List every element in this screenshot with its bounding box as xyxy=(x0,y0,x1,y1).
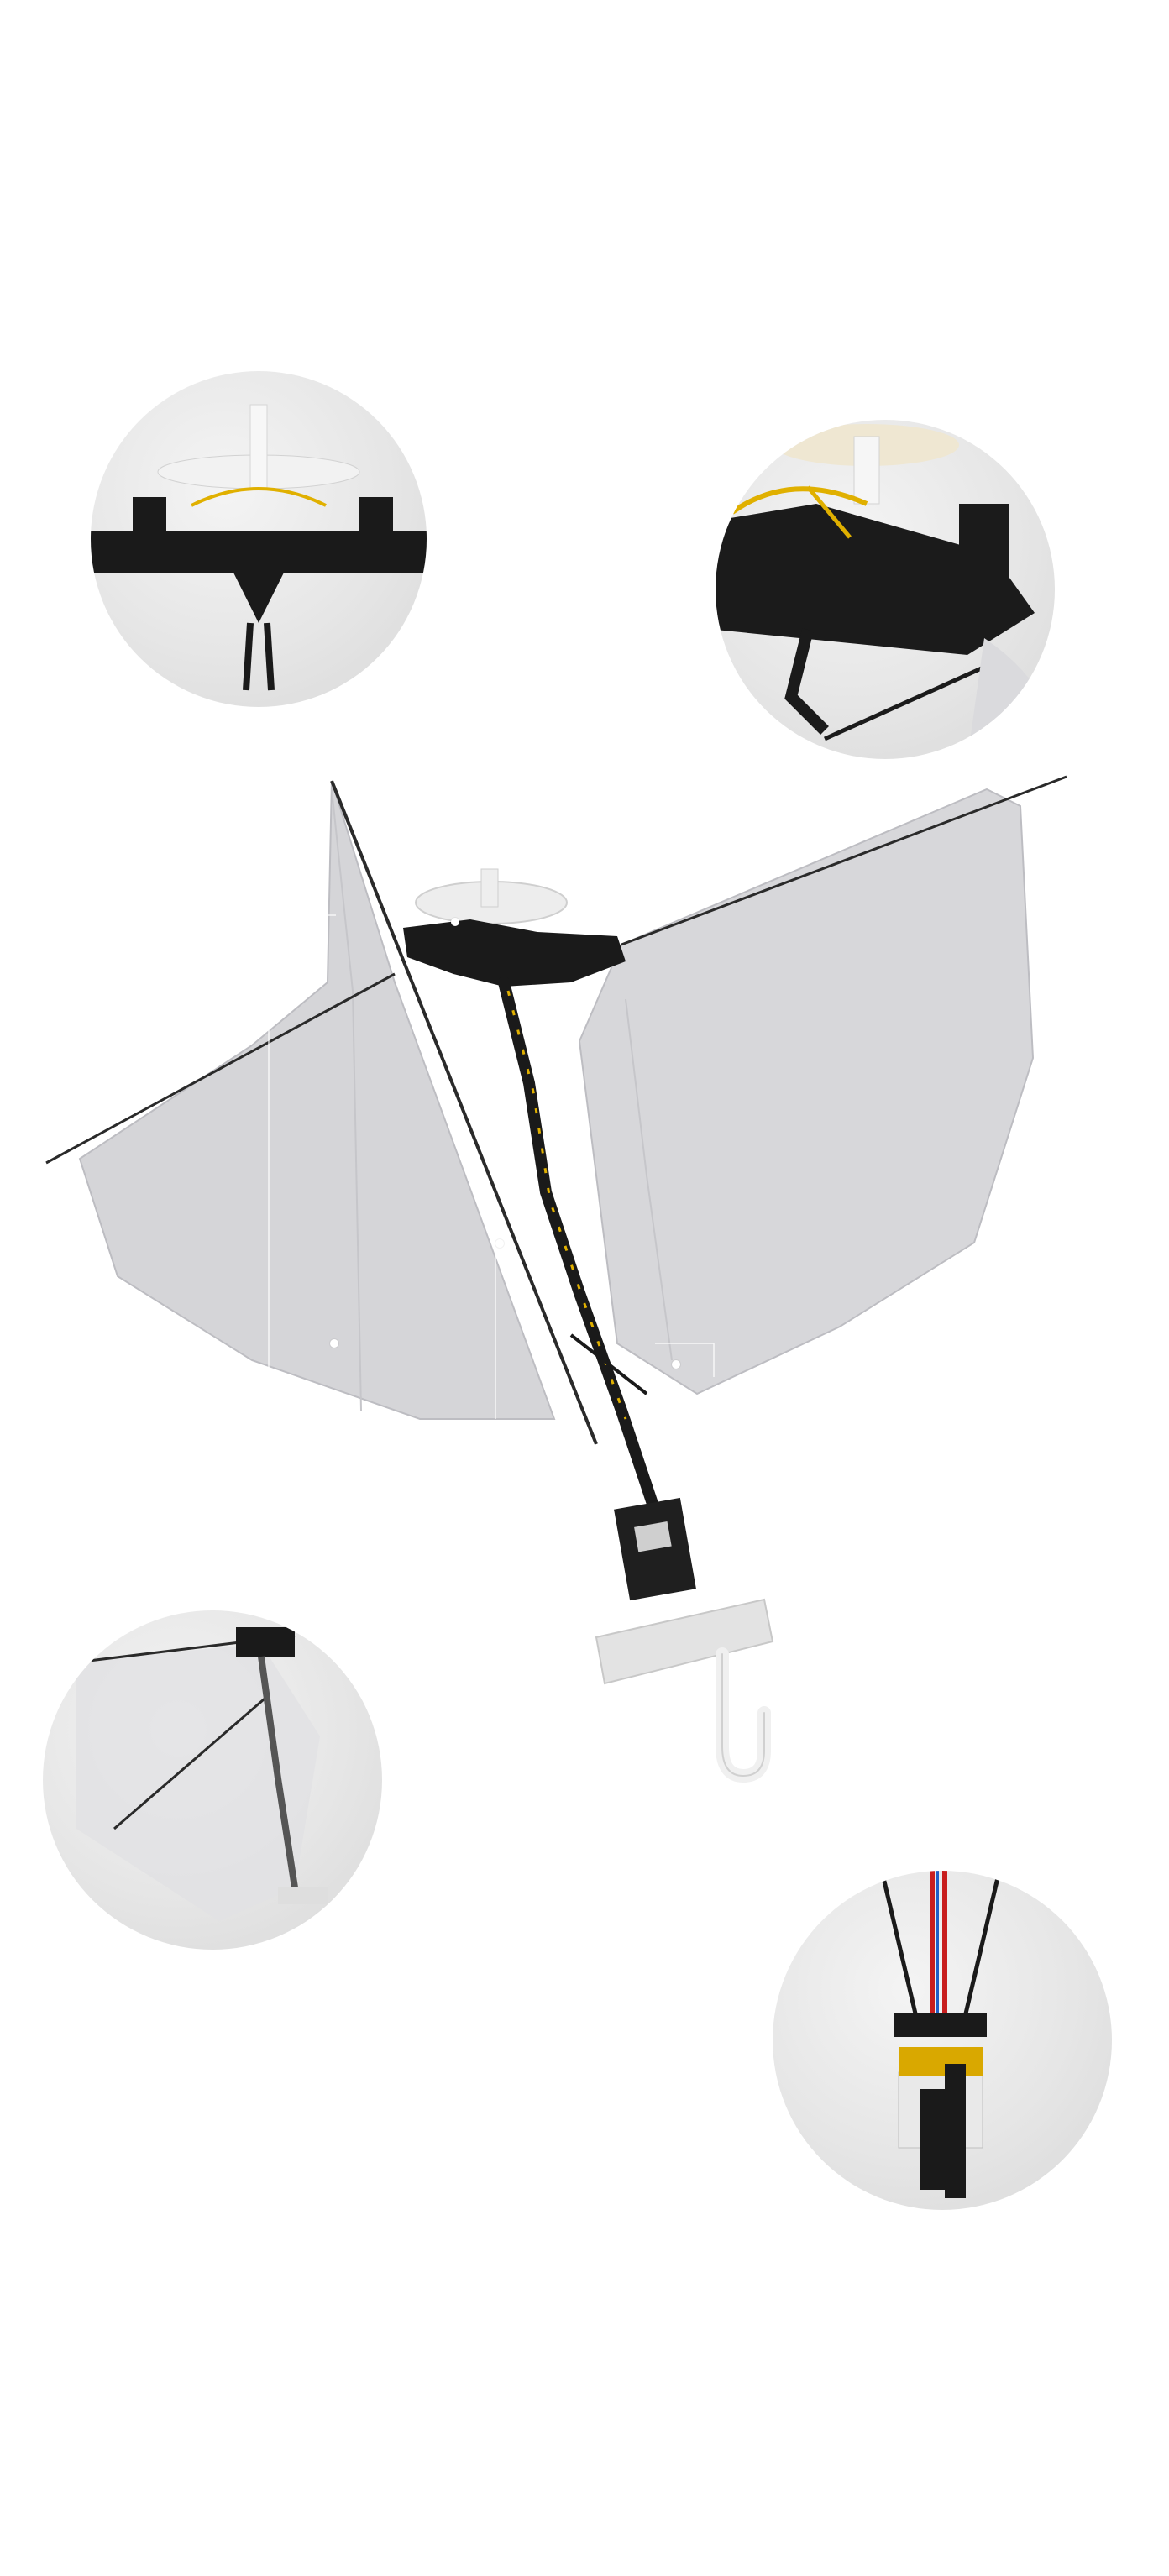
hotspot-dot[interactable] xyxy=(495,1239,504,1248)
detail-gear-assembly-front xyxy=(91,371,427,707)
hanging-hook xyxy=(716,1647,771,1783)
drive-frame xyxy=(403,919,626,987)
wing-spar-view-image xyxy=(76,1627,328,1921)
battery-mount-image xyxy=(879,1871,1002,2198)
left-wing-fold xyxy=(331,788,362,1411)
hotspot-dot[interactable] xyxy=(330,1339,338,1348)
gear-shaft xyxy=(480,868,499,908)
hotspot-dot[interactable] xyxy=(451,918,459,926)
hotspot-dot[interactable] xyxy=(672,1360,680,1369)
hanging-hook-outline xyxy=(721,1653,765,1778)
detail-battery-mount xyxy=(773,1871,1112,2210)
detail-gear-assembly-angled xyxy=(716,420,1055,759)
control-unit-label xyxy=(634,1521,672,1552)
right-wing xyxy=(578,788,1035,1395)
fuselage-wiring xyxy=(498,976,661,1517)
tail-rod xyxy=(569,1333,648,1395)
mount-plate xyxy=(595,1598,774,1685)
right-leading-edge xyxy=(621,775,1067,946)
leader-line-left xyxy=(268,914,336,1419)
left-wing-spar xyxy=(330,780,598,1445)
left-wing xyxy=(78,780,556,1420)
gear-assembly-angled-image xyxy=(716,424,1055,759)
gear-assembly-front-image xyxy=(91,404,427,707)
detail-wing-spar-view xyxy=(43,1610,382,1950)
right-wing-fold xyxy=(625,998,673,1361)
leader-line-right xyxy=(655,1343,715,1377)
left-leading-edge xyxy=(45,972,396,1165)
